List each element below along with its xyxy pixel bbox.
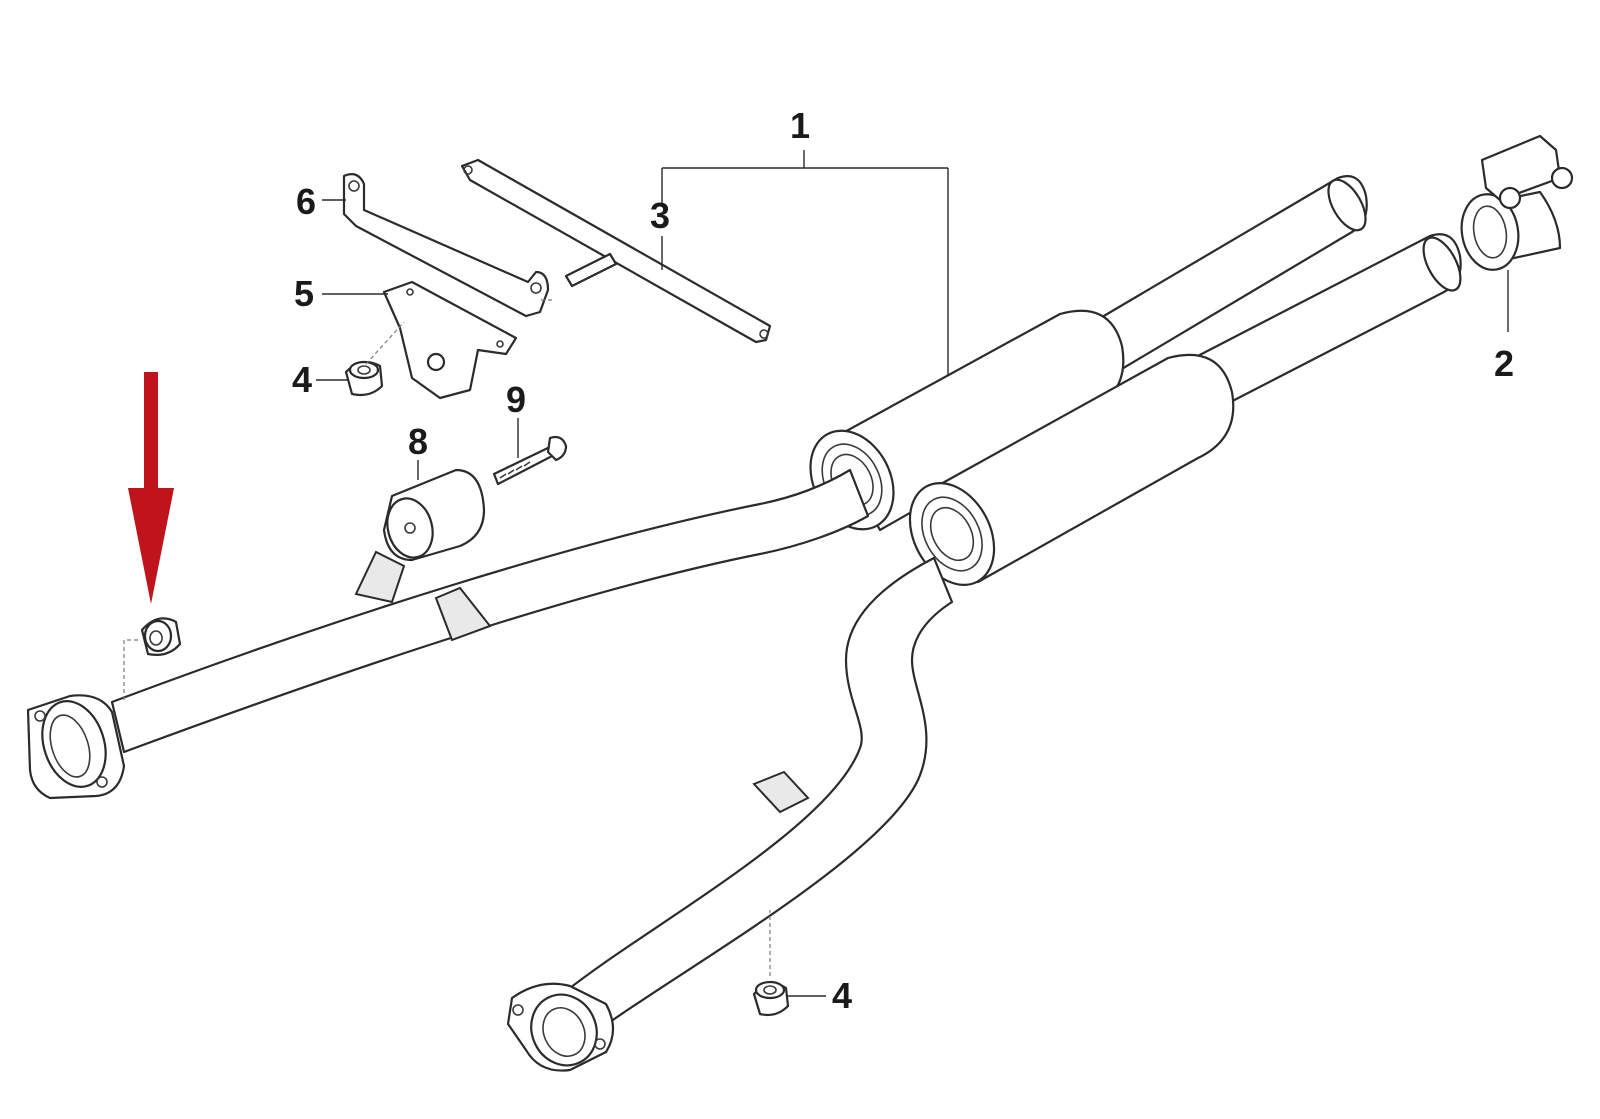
callout-3: 3 [650, 195, 670, 236]
rear-pipe-upper [1078, 175, 1368, 378]
nut-part-4-upper [344, 360, 384, 397]
leader-lines [123, 150, 1509, 997]
callout-1: 1 [790, 105, 810, 146]
hanger-part-5 [382, 280, 518, 400]
rear-pipe-lower [1188, 233, 1462, 412]
callout-5: 5 [294, 273, 314, 314]
front-pipe-lower [558, 556, 954, 1038]
callout-6: 6 [296, 181, 316, 222]
clamp-part-2 [1460, 134, 1574, 271]
bracket-part-6 [342, 173, 550, 318]
highlight-arrow [128, 372, 174, 604]
flange-left [26, 694, 126, 800]
rubber-mount-part-8 [382, 468, 486, 562]
callout-2: 2 [1494, 343, 1514, 384]
flange-bottom [506, 982, 615, 1072]
callout-9: 9 [506, 379, 526, 420]
bolt-part-9 [492, 435, 568, 486]
callout-4-upper: 4 [292, 359, 312, 400]
callout-8: 8 [408, 421, 428, 462]
bracket-part-3 [460, 158, 772, 344]
callout-4-lower: 4 [832, 975, 852, 1016]
nut-highlighted [140, 617, 182, 656]
nut-part-4-lower [752, 980, 790, 1017]
front-pipe-upper [110, 468, 870, 754]
